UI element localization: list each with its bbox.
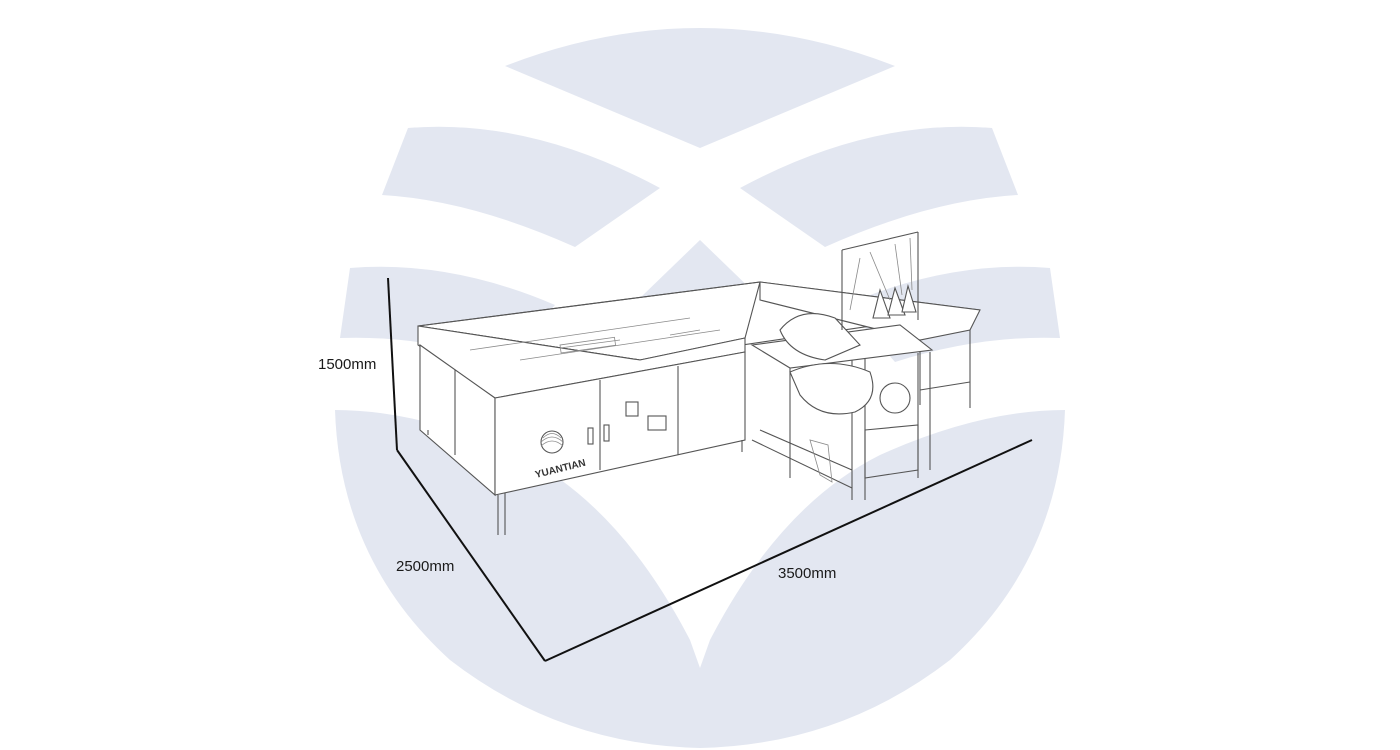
mattress-tape-edge-machine-sketch: YUANTIAN [417,231,981,535]
depth-dimension-label: 2500mm [396,558,454,575]
width-dimension-line [544,439,1033,662]
height-dimension-line [387,277,398,451]
width-dimension-label: 3500mm [778,565,836,582]
dimension-lines [387,277,1033,662]
yuantian-globe-logo-icon [540,430,564,454]
height-dimension-label: 1500mm [318,356,376,373]
depth-dimension-line [396,449,546,662]
